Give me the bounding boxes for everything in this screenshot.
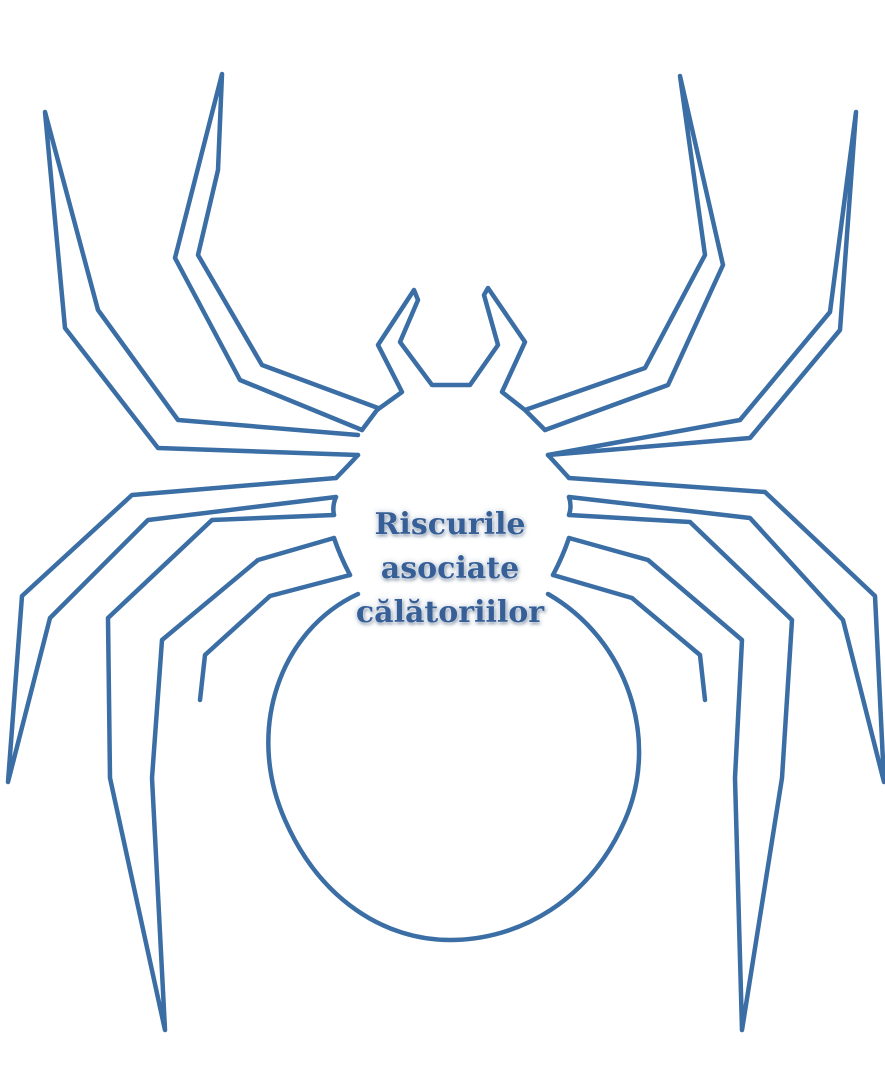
spider-abdomen-outline [268,594,639,940]
spider-head-outline [362,288,545,430]
spider-leg-right-1 [525,76,723,430]
label-line-1: Riscurile [300,503,600,547]
spider-leg-right-3 [569,478,884,782]
label-line-2: asociate [300,547,600,591]
spider-leg-left-2 [45,112,358,455]
spider-leg-left-1 [175,74,378,430]
label-line-3: călătoriilor [300,591,600,635]
diagram-center-label: Riscurile asociate călătoriilor [300,503,600,635]
spider-leg-right-4 [569,515,792,1030]
